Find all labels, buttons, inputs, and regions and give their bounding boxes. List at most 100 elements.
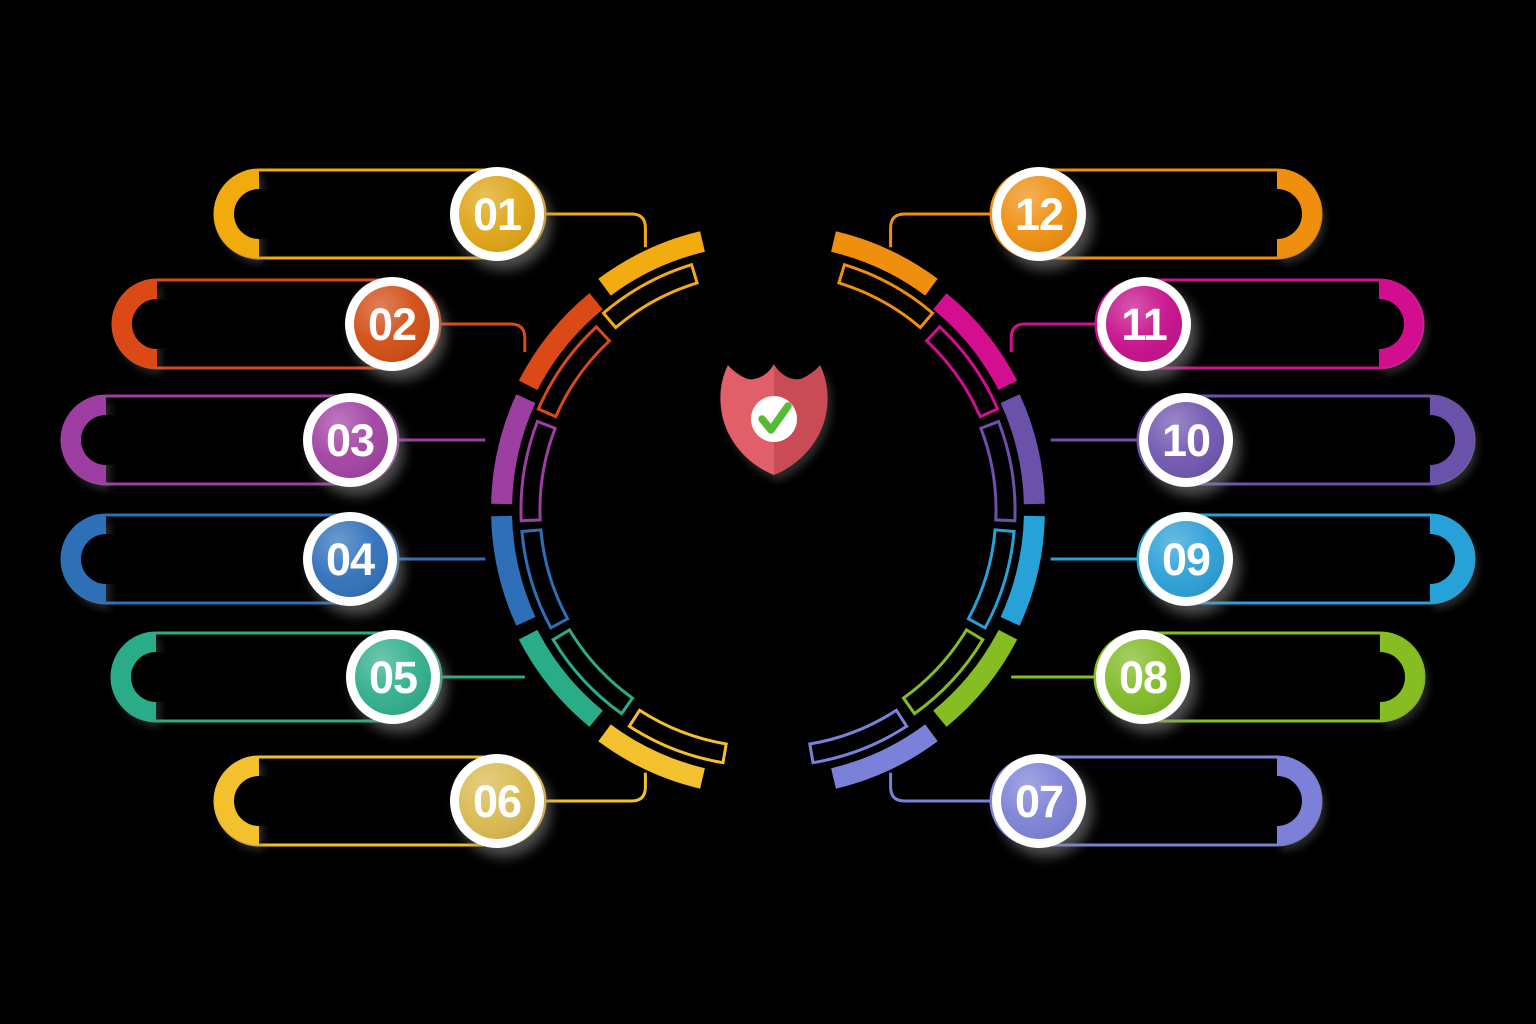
item-number: 11 [1121,299,1167,350]
ring-segment-outline-band [966,528,1016,630]
ring-segment-solid-band [1000,515,1045,626]
badge-gloss [312,521,388,597]
pill-cap-notch [1355,652,1405,702]
pill-cap-notch [81,415,131,465]
connector-01 [537,212,647,248]
badge-gloss [1106,286,1182,362]
ring-segment-06 [598,708,728,789]
shield-left-half [720,364,774,475]
ring-segment-02 [518,293,612,419]
pill-cap-notch [81,534,131,584]
ring-segment-outline-band [627,708,728,765]
badge-gloss [312,402,388,478]
badge-gloss [355,639,431,715]
ring-segment-outline-band [837,262,935,330]
item-number: 10 [1162,415,1210,466]
item-pills [60,168,1476,847]
item-pill-08 [1093,631,1426,723]
pill-cap-notch [1405,534,1455,584]
connector-12 [889,212,999,248]
badge-gloss [459,763,535,839]
ring-segment-07 [808,708,938,789]
ring-segment-05 [518,627,635,727]
ring-segment-outline-band [808,708,909,765]
item-badge-02: 02 [345,277,439,371]
pill-cap-notch [234,776,284,826]
item-pill-06 [213,755,547,847]
pill-cap-notch [1252,776,1302,826]
item-pill-11 [1094,278,1425,370]
badge-gloss [459,176,535,252]
item-badge-11: 11 [1097,277,1191,371]
ring-segment-outline-band [901,627,985,716]
item-pill-12 [989,168,1323,260]
badge-gloss [1001,763,1077,839]
item-number: 12 [1015,189,1063,240]
badge-gloss [354,286,430,362]
connector-06 [537,772,647,803]
item-pill-09 [1136,513,1476,605]
item-pill-05 [110,631,443,723]
ring-segment-solid-band [598,231,705,296]
connector-07 [889,772,999,803]
item-badge-07: 07 [992,754,1086,848]
pill-cap-notch [131,652,181,702]
badge-gloss [1105,639,1181,715]
item-badge-05: 05 [346,630,440,724]
ring-segment-solid-band [933,629,1018,727]
ring-segment-10 [978,394,1045,523]
item-number: 08 [1119,652,1167,703]
ring-segment-solid-band [831,724,938,789]
ring-segment-solid-band [491,394,536,505]
connector-11 [1009,322,1104,353]
item-badge-12: 12 [992,167,1086,261]
pill-cap-notch [1252,189,1302,239]
connector-02 [432,322,527,353]
segmented-ring [491,231,1045,789]
badge-gloss [1148,402,1224,478]
item-number: 04 [326,534,375,585]
item-number: 07 [1015,776,1063,827]
item-badge-03: 03 [303,393,397,487]
item-badge-04: 04 [303,512,397,606]
pill-cap-notch [1405,415,1455,465]
item-badge-06: 06 [450,754,544,848]
item-badge-01: 01 [450,167,544,261]
badge-gloss [1001,176,1077,252]
ring-segment-outline-band [924,324,1000,419]
ring-segment-outline-band [551,627,635,716]
ring-segment-outline-band [978,419,1017,523]
ring-segment-solid-band [491,515,536,626]
ring-segment-01 [598,231,705,330]
ring-segment-outline-band [536,324,612,419]
ring-segment-08 [901,627,1018,727]
ring-segment-04 [491,515,570,630]
ring-segment-outline-band [519,419,558,523]
ring-segment-outline-band [601,262,699,330]
pill-cap-notch [132,299,182,349]
item-number: 03 [326,415,374,466]
ring-segment-outline-band [520,528,570,630]
item-pill-07 [989,755,1323,847]
badge-gloss [1148,521,1224,597]
item-number: 05 [369,652,417,703]
check-mark-icon [758,402,792,434]
item-number-badges: 01 02 03 04 05 06 07 08 09 10 11 12 [303,167,1233,848]
ring-segment-solid-band [831,231,938,296]
item-badge-10: 10 [1139,393,1233,487]
item-number: 02 [368,299,416,350]
item-pill-10 [1136,394,1476,486]
pill-cap-notch [234,189,284,239]
ring-segment-solid-band [1000,394,1045,505]
connector-lines [390,212,1146,803]
ring-segment-11 [924,293,1018,419]
ring-segment-solid-band [518,293,603,391]
item-pill-01 [213,168,547,260]
item-pill-04 [60,513,400,605]
item-number: 01 [473,189,521,240]
item-number: 09 [1162,534,1210,585]
item-badge-08: 08 [1096,630,1190,724]
ring-segment-solid-band [598,724,705,789]
